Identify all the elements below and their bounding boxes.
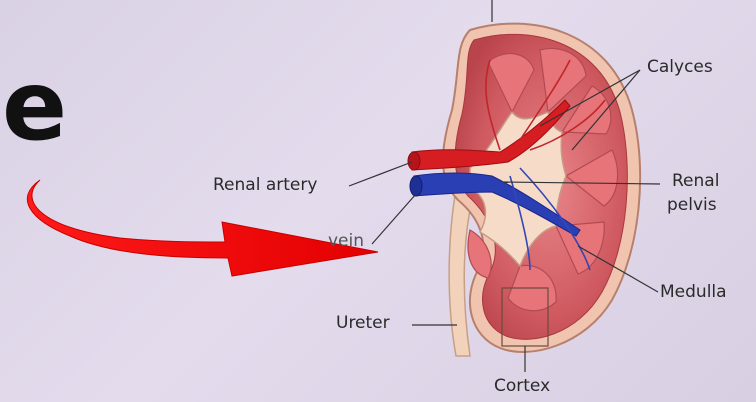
label-renal-vein-fragment: vein <box>328 232 364 252</box>
label-renal-artery: Renal artery <box>213 176 317 196</box>
label-cortex: Cortex <box>494 377 550 397</box>
label-renal-pelvis-line2: pelvis <box>667 196 717 216</box>
label-ureter: Ureter <box>336 314 390 334</box>
ureter-tube <box>449 195 472 356</box>
red-arrow <box>27 180 378 276</box>
label-calyces: Calyces <box>647 58 713 78</box>
label-medulla: Medulla <box>660 283 727 303</box>
label-renal-pelvis-line1: Renal <box>672 172 719 192</box>
